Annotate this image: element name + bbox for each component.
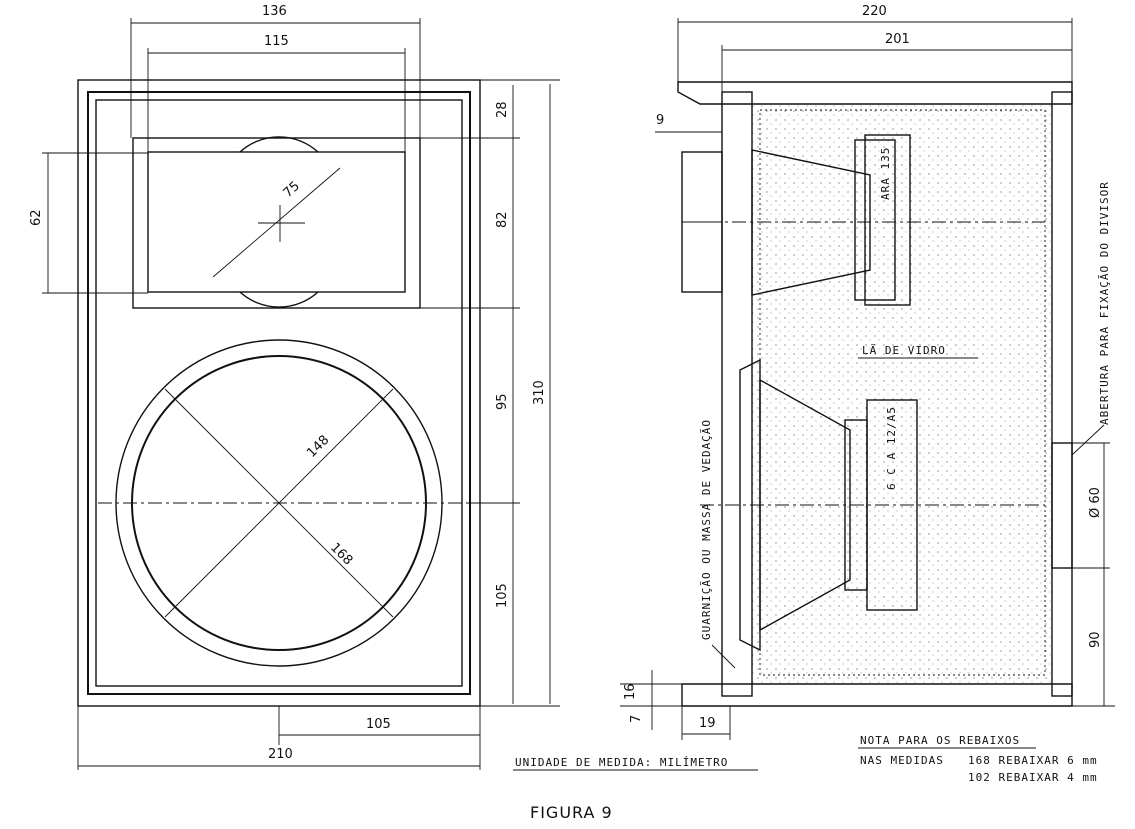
woofer-surround: [739, 358, 761, 652]
units-label: UNIDADE DE MEDIDA: MILÍMETRO: [515, 756, 728, 769]
woofer-inner-diameter-label: 148: [304, 433, 332, 461]
glass-wool-fill: [752, 104, 1052, 684]
dim-201: 201: [885, 32, 910, 47]
dim-7: 7: [629, 715, 644, 723]
figure-caption: FIGURA 9: [530, 803, 613, 822]
dim-115: 115: [264, 34, 289, 49]
dim-136: 136: [262, 4, 287, 19]
fill-material-label: LÃ DE VIDRO: [862, 344, 946, 357]
woofer-magnet: [866, 399, 918, 611]
tweeter-horn: [751, 149, 871, 296]
tweeter-recess: [147, 151, 406, 293]
side-view: ARA 135 6 C A 12/A5 LÃ DE VIDRO 220 201 …: [620, 4, 1115, 740]
tweeter-model-label: ARA 135: [879, 147, 892, 200]
tweeter-magnet-outer: [864, 134, 911, 306]
note-title: NOTA PARA OS REBAIXOS: [860, 734, 1020, 747]
dim-95: 95: [495, 393, 510, 410]
front-baffle: [721, 91, 753, 697]
dim-105-bottom: 105: [366, 717, 391, 732]
dim-82: 82: [495, 211, 510, 228]
dim-90: 90: [1088, 631, 1103, 648]
top-panel: [677, 81, 1073, 105]
tweeter-panel: [132, 137, 421, 309]
dim-16: 16: [623, 683, 638, 700]
front-inner-outline: [95, 99, 463, 687]
tweeter-magnet: [854, 139, 896, 301]
tweeter-arc-top: [239, 136, 319, 153]
opening-note: ABERTURA PARA FIXAÇÃO DO DIVISOR: [1098, 181, 1111, 425]
dim-105-right: 105: [495, 583, 510, 608]
front-view: 75 148 168 136 115 62 28 82 95 105: [29, 4, 560, 770]
tweeter-diameter-line: [212, 167, 341, 278]
woofer-model-label: 6 C A 12/A5: [885, 406, 898, 490]
dim-210: 210: [268, 747, 293, 762]
dim-19: 19: [699, 716, 716, 731]
back-panel: [1051, 91, 1073, 697]
tweeter-diameter-label: 75: [281, 179, 303, 201]
note-prefix: NAS MEDIDAS: [860, 754, 944, 767]
front-baffle-outline: [87, 91, 471, 695]
bottom-panel: [681, 683, 1073, 707]
dim-9: 9: [656, 113, 664, 128]
tweeter-arc-bottom: [239, 291, 319, 308]
woofer-outer-diameter-label: 168: [327, 540, 355, 568]
glass-wool-outline: [759, 109, 1046, 676]
dim-28: 28: [495, 101, 510, 118]
dim-220: 220: [862, 4, 887, 19]
woofer-cone: [759, 378, 851, 632]
opening-leader: [1071, 424, 1105, 456]
note-line-1: 168 REBAIXAR 6 mm: [968, 754, 1098, 767]
footer: UNIDADE DE MEDIDA: MILÍMETRO NOTA PARA O…: [513, 734, 1098, 822]
dim-port-diameter: Ø 60: [1088, 487, 1103, 518]
port-opening: [1051, 442, 1073, 569]
gasket-leader: [711, 644, 736, 669]
gasket-note: GUARNIÇÃO OU MASSA DE VEDAÇÃO: [700, 419, 713, 640]
dim-310: 310: [532, 380, 547, 405]
dim-62: 62: [29, 209, 44, 226]
note-line-2: 102 REBAIXAR 4 mm: [968, 771, 1098, 784]
